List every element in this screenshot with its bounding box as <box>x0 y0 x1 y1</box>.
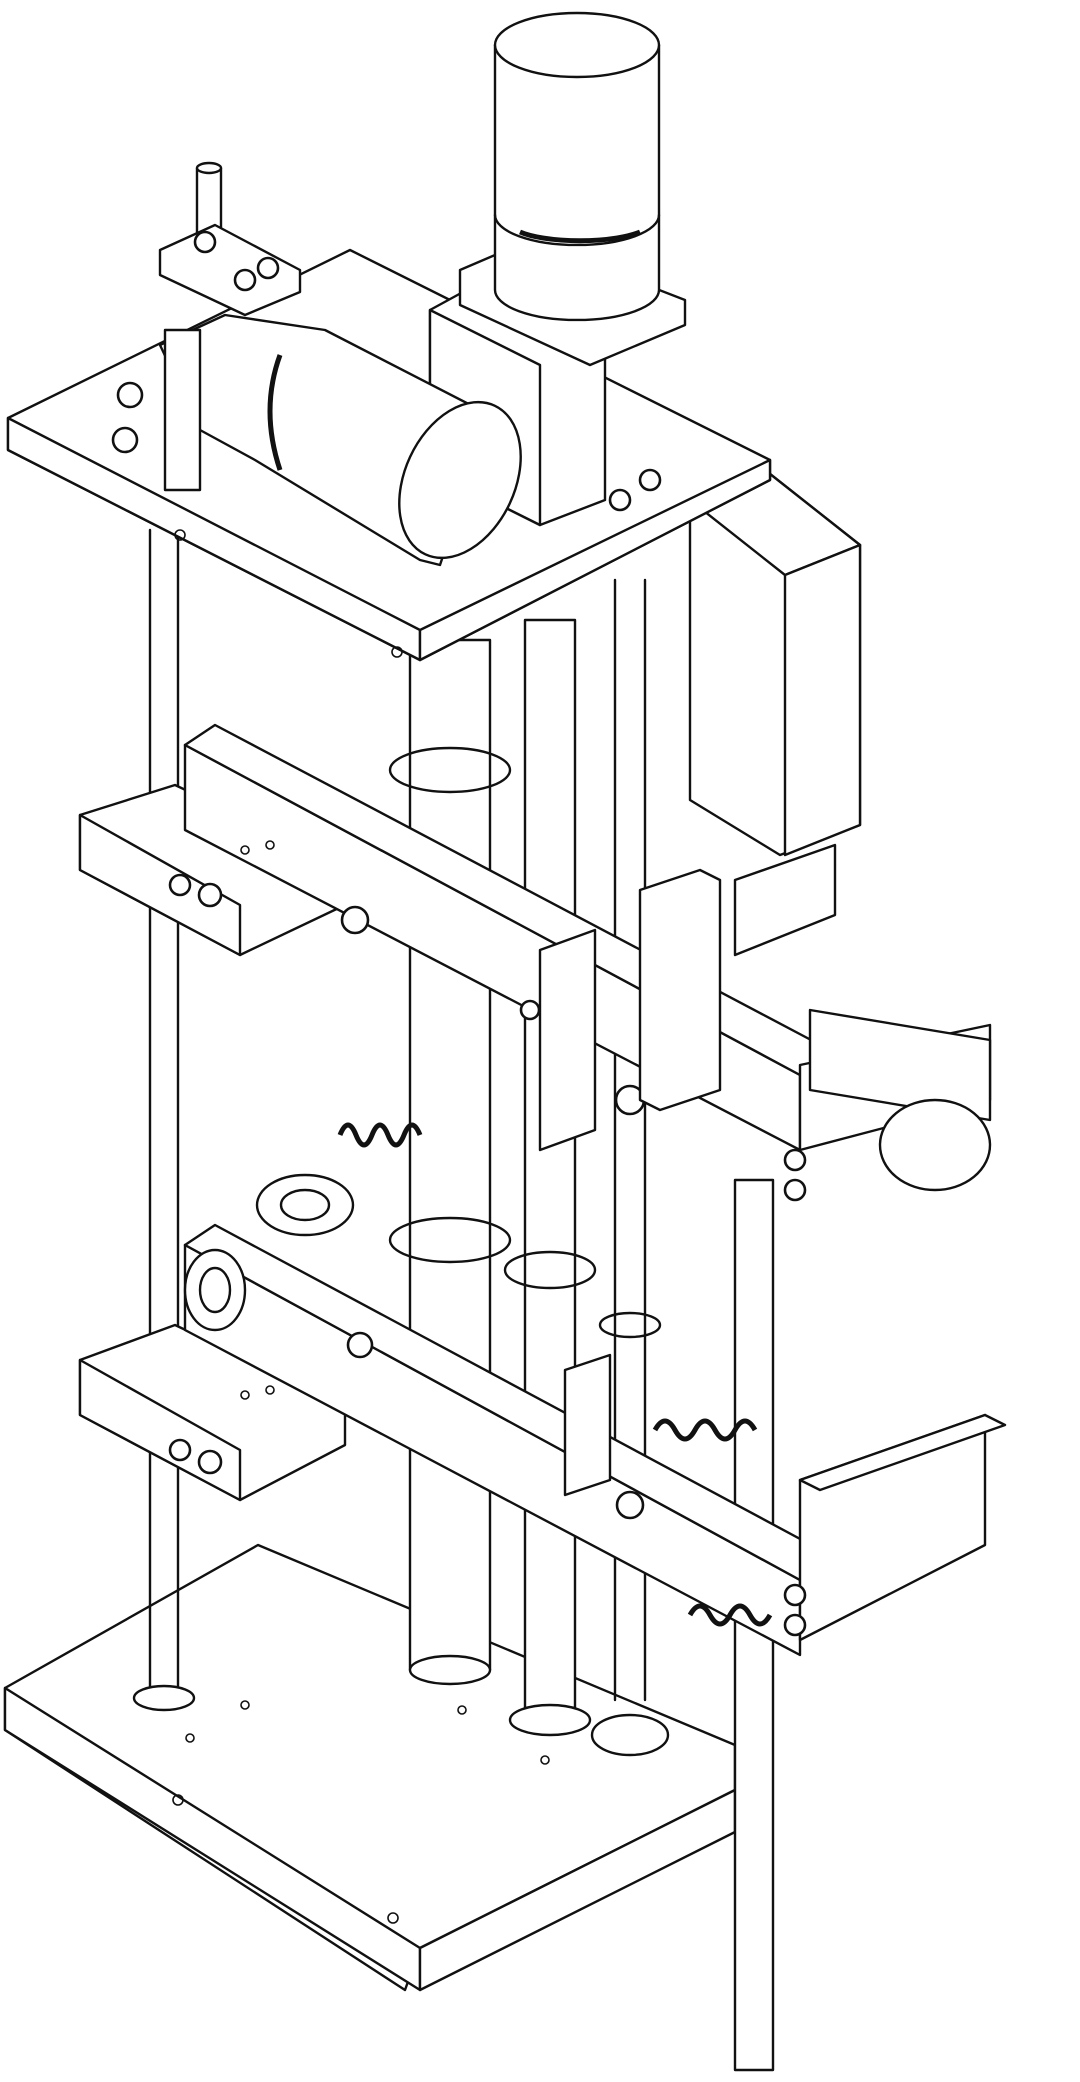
base-plate <box>3 1543 737 1992</box>
right-column <box>503 618 597 1737</box>
vertical-motor <box>493 11 661 322</box>
left-rod <box>132 528 196 1712</box>
cylinder-block <box>688 468 862 857</box>
horizontal-motor <box>158 313 522 567</box>
center-column <box>388 638 512 1686</box>
middle-roller <box>255 1173 355 1237</box>
lower-frame <box>78 1223 1007 1657</box>
top-bracket <box>158 161 302 317</box>
slider-blocks <box>538 843 837 1497</box>
middle-springs <box>337 1122 423 1148</box>
lower-springs <box>652 1418 773 1627</box>
lower-roller <box>183 1248 247 1332</box>
